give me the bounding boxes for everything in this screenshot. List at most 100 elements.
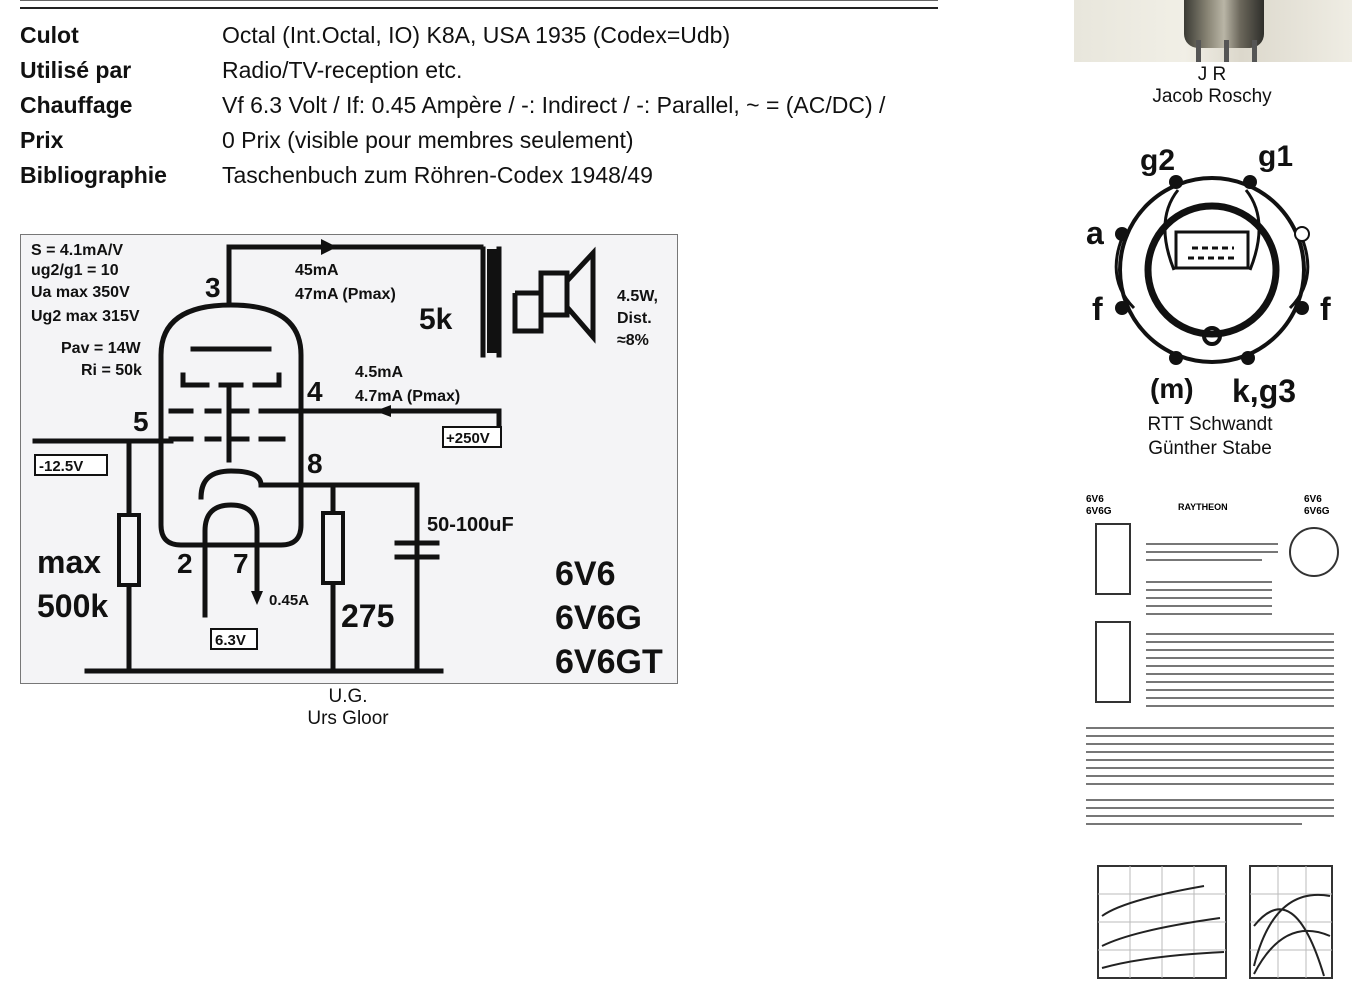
sheet-code-right: 6V6 (1304, 494, 1322, 505)
sheet-pinout-icon (1289, 527, 1339, 577)
pinout-source: RTT Schwandt (1147, 414, 1273, 435)
datasheet-thumbnail[interactable]: 6V6 6V6G RAYTHEON 6V6 6V6G (1082, 490, 1340, 830)
lead-wires (1163, 189, 1261, 271)
sheet-code-left: 6V6 (1086, 494, 1104, 505)
tube-photo[interactable] (1074, 0, 1352, 62)
info-row-bibliographie: Bibliographie Taschenbuch zum Röhren-Cod… (20, 162, 960, 196)
heater-box (210, 628, 258, 650)
cathode-wire (198, 468, 420, 674)
info-value: Taschenbuch zum Röhren-Codex 1948/49 (222, 162, 653, 188)
tube-type-6v6: 6V6 (555, 555, 616, 593)
speaker-dist: Dist. (617, 310, 652, 327)
tube-envelope (158, 302, 304, 548)
screen-current-pmax: 4.7mA (Pmax) (355, 388, 460, 405)
pin-7-label: 7 (233, 548, 249, 579)
pin-3-label: 3 (205, 272, 221, 303)
sheet-tube-outline-2 (1095, 621, 1131, 703)
pin-f-left (1115, 301, 1129, 315)
info-row-culot: Culot Octal (Int.Octal, IO) K8A, USA 193… (20, 22, 960, 56)
info-label: Bibliographie (20, 162, 167, 188)
info-row-prix: Prix 0 Prix (visible pour membres seulem… (20, 127, 960, 161)
info-label: Prix (20, 127, 64, 153)
grid-resistor-max: max (37, 544, 101, 580)
curves-lines (1101, 885, 1331, 977)
info-row-utilise-par: Utilisé par Radio/TV-reception etc. (20, 57, 960, 91)
base-outer-circle (1118, 176, 1306, 364)
spec-pav: Pav = 14W (61, 340, 142, 357)
schematic-drawing: S = 4.1mA/V ug2/g1 = 10 Ua max 350V Ug2 … (31, 239, 663, 681)
bias-box (34, 454, 108, 476)
sheet-code-left-g: 6V6G (1086, 506, 1112, 517)
schematic-author: Urs Gloor (307, 708, 389, 729)
supply-voltage: +250V (446, 430, 490, 447)
datasheet-drawing: 6V6 6V6G RAYTHEON 6V6 6V6G (1086, 494, 1339, 825)
heater-voltage: 6.3V (215, 632, 246, 649)
pin-f-right (1295, 301, 1309, 315)
pinout-diagram[interactable]: g2 g1 a f f (m) k,g3 (1084, 140, 1340, 410)
sheet-code-right-g: 6V6G (1304, 506, 1330, 517)
label-g1: g1 (1258, 140, 1293, 173)
spec-ua-max: Ua max 350V (31, 284, 130, 301)
info-value: Radio/TV-reception etc. (222, 57, 463, 83)
heater-leads (1114, 237, 1310, 310)
sheet-brand: RAYTHEON (1178, 502, 1228, 512)
cathode-resistor-value: 275 (341, 598, 394, 634)
info-value: Vf 6.3 Volt / If: 0.45 Ampère / -: Indir… (222, 92, 886, 118)
top-rule (20, 0, 938, 9)
info-label: Culot (20, 22, 79, 48)
speaker-power: 4.5W, (617, 288, 658, 305)
tube-pin (1224, 40, 1229, 62)
pin-m (1169, 351, 1183, 365)
grid-resistor (117, 513, 141, 587)
capacitor-value: 50-100uF (427, 514, 514, 536)
cathode-resistor (321, 511, 345, 585)
transformer-core (487, 249, 497, 353)
spec-mu: ug2/g1 = 10 (31, 262, 119, 279)
supply-box (442, 426, 502, 448)
photo-author: Jacob Roschy (1152, 86, 1272, 107)
label-kg3: k,g3 (1232, 373, 1296, 409)
spec-transconductance: S = 4.1mA/V (31, 242, 123, 259)
spec-ri: Ri = 50k (81, 362, 142, 379)
key-notch (1202, 326, 1222, 346)
tube-type-6v6gt: 6V6GT (555, 643, 663, 681)
anode-current: 45mA (295, 262, 339, 279)
label-g2: g2 (1140, 144, 1175, 177)
sheet-tube-outline-1 (1095, 523, 1131, 595)
schematic-image[interactable]: S = 4.1mA/V ug2/g1 = 10 Ua max 350V Ug2 … (20, 234, 678, 684)
output-transformer (480, 246, 502, 358)
heater-arrow (251, 591, 263, 605)
pinout-drawing: g2 g1 a f f (m) k,g3 (1086, 140, 1331, 409)
info-value: 0 Prix (visible pour membres seulement) (222, 127, 634, 153)
pin-a (1115, 227, 1129, 241)
pin-empty (1294, 226, 1310, 242)
pin-2-label: 2 (177, 548, 193, 579)
anode-current-pmax: 47mA (Pmax) (295, 286, 396, 303)
speaker-icon (512, 246, 596, 344)
pin-4-label: 4 (307, 376, 323, 407)
pin-5-label: 5 (133, 406, 149, 437)
electrode-grids (1188, 246, 1238, 260)
sheet-text-lines (1086, 543, 1334, 825)
grid-bias: -12.5V (39, 458, 83, 475)
pin-g1 (1243, 175, 1257, 189)
screen-wire (280, 408, 502, 428)
electrode-box (1174, 230, 1250, 270)
anode-wire (226, 244, 484, 308)
tube-pin (1196, 40, 1201, 62)
tube-type-6v6g: 6V6G (555, 599, 642, 637)
tube-pin (1252, 40, 1257, 62)
screen-current: 4.5mA (355, 364, 403, 381)
speaker-dist-value: ≈8% (617, 332, 649, 349)
heater-current: 0.45A (269, 592, 309, 609)
heater (202, 502, 260, 618)
spec-ug2-max: Ug2 max 315V (31, 308, 140, 325)
info-value: Octal (Int.Octal, IO) K8A, USA 1935 (Cod… (222, 22, 731, 48)
info-label: Chauffage (20, 92, 133, 118)
envelope-circle (1144, 202, 1280, 338)
characteristic-curves-thumbnail[interactable] (1084, 856, 1336, 982)
pin-kg3 (1241, 351, 1255, 365)
label-f-right: f (1320, 291, 1331, 327)
screen-arrow (375, 405, 391, 417)
anode-arrow (321, 239, 337, 255)
